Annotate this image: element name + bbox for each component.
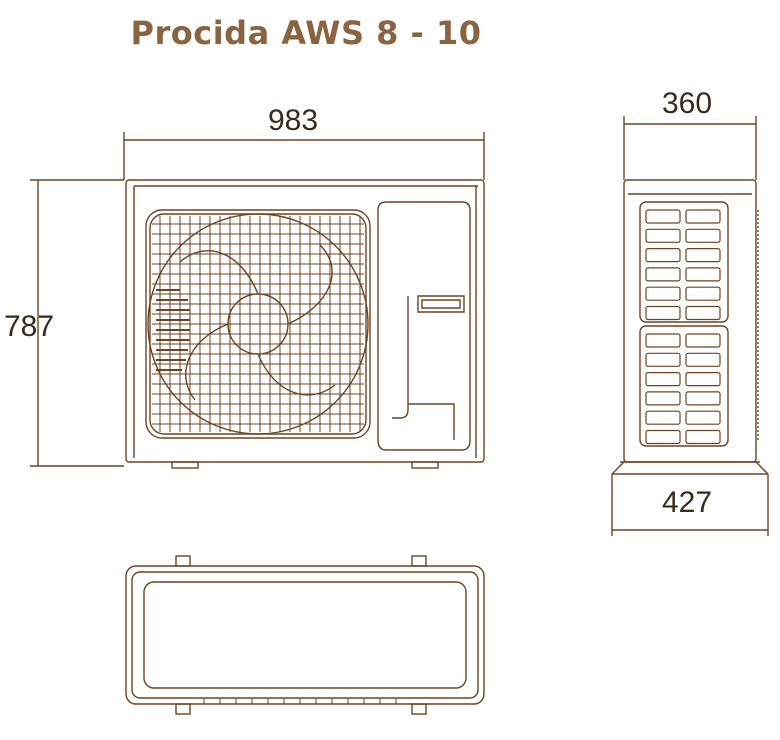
louvre-slot (645, 352, 681, 367)
louvre-slot (645, 410, 681, 425)
louvre-slot (685, 410, 721, 425)
louvre-slot (685, 228, 721, 243)
louvre-slot (685, 305, 721, 321)
louvre-slot (645, 333, 681, 348)
side-depth-top-label: 360 (662, 87, 713, 120)
louvre-slot (645, 305, 681, 321)
louvre-slot (645, 209, 681, 224)
louvre-slot (685, 267, 721, 282)
louvre-slot (645, 286, 681, 301)
louvre-slot (645, 228, 681, 243)
louvre-slot (645, 248, 681, 263)
louvre-slot (685, 286, 721, 301)
louvre-slot (685, 352, 721, 367)
front-view (30, 132, 485, 469)
louvre-slot (645, 372, 681, 387)
louvre-slot (645, 267, 681, 282)
louvre-slot (685, 209, 721, 224)
louvre-slot (645, 429, 681, 445)
diagram-title: Procida AWS 8 - 10 (130, 14, 482, 52)
top-view (125, 555, 485, 715)
side-depth-bottom-label: 427 (662, 486, 713, 519)
louvre-slot (685, 429, 721, 445)
louvre-slot (685, 333, 721, 348)
louvre-slot (685, 391, 721, 406)
louvre-slot (685, 372, 721, 387)
height-dimension-label: 787 (4, 310, 55, 343)
width-dimension-label: 983 (268, 104, 319, 137)
louvre-slot (685, 248, 721, 263)
louvre-slot (645, 391, 681, 406)
side-view (611, 116, 769, 536)
